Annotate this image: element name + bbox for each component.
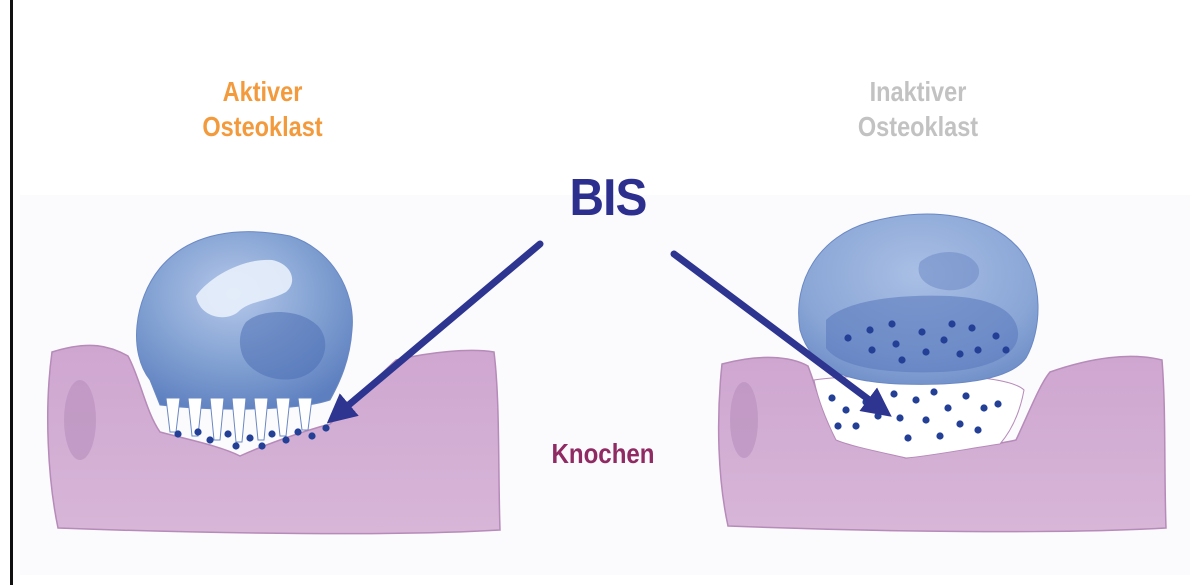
vesicle-dot [224,430,231,437]
vesicle-dot [232,442,239,449]
vesicle-dot [246,434,253,441]
bone-shadow-right [730,382,758,458]
vesicle-dot [828,394,835,401]
vesicle-dot [874,412,881,419]
active-osteoclast-cell [137,232,353,409]
vesicle-dot [994,400,1001,407]
vesicle-dot [956,350,963,357]
vesicle-dot [974,426,981,433]
vesicle-dot [842,406,849,413]
vesicle-dot [308,432,315,439]
vesicle-dot [980,404,987,411]
vesicle-dot [898,356,905,363]
vesicle-dot [866,326,873,333]
vesicle-dot [918,328,925,335]
vesicle-dot [844,334,851,341]
vesicle-dot [834,422,841,429]
vesicle-dot [922,416,929,423]
vesicle-dot [258,442,265,449]
vesicle-dot [992,332,999,339]
vesicle-dot [922,348,929,355]
vesicle-dot [944,404,951,411]
vesicle-dot [174,430,181,437]
vesicle-dot [948,320,955,327]
vesicle-dot [1002,346,1009,353]
bone-shadow-left [64,380,96,460]
vesicle-dot [868,346,875,353]
vesicle-dot [974,346,981,353]
inactive-osteoclast-label: Inaktiver Osteoklast [851,74,985,144]
inactive-label-line1: Inaktiver [851,74,985,109]
vesicle-dot [930,388,937,395]
vesicle-dot [892,340,899,347]
vesicle-dot [294,428,301,435]
vesicle-dot [896,414,903,421]
active-label-line1: Aktiver [202,74,324,109]
vesicle-dot [282,436,289,443]
vesicle-dot [194,428,201,435]
bisphosphonate-label: BIS [557,166,658,231]
vesicle-dot [890,390,897,397]
vesicle-dot [904,434,911,441]
vesicle-dot [888,320,895,327]
vesicle-dot [968,324,975,331]
vesicle-dot [206,436,213,443]
active-label-line2: Osteoklast [202,109,324,144]
vesicle-dot [268,430,275,437]
vesicle-dot [956,420,963,427]
inactive-label-line2: Osteoklast [851,109,985,144]
vesicle-dot [912,396,919,403]
vesicle-dot [936,432,943,439]
vesicle-dot [322,424,329,431]
vesicle-dot [940,336,947,343]
vesicle-dot [962,392,969,399]
active-osteoclast-label: Aktiver Osteoklast [202,74,324,144]
vesicle-dot [852,422,859,429]
bone-label: Knochen [543,436,663,471]
